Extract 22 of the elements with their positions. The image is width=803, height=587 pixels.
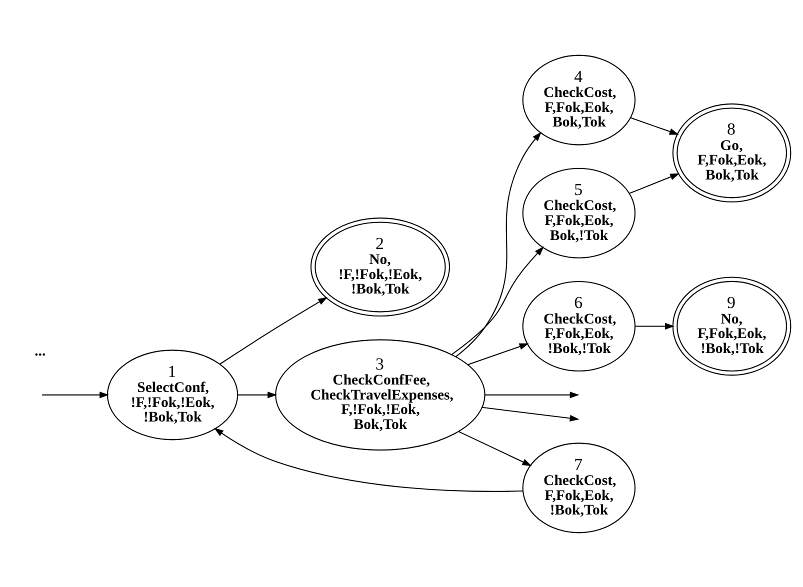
arrow [42,391,110,398]
arrow [452,246,544,354]
arrow [482,406,580,422]
arrow [485,391,580,398]
node-ellipse: 8 Go, F,Fok,Eok, Bok,Tok [672,102,792,202]
arrow [456,131,542,356]
arrow [238,391,278,398]
arrow [458,430,532,466]
node-ellipse: 2 No, !F,!Fok,!Eok, !Bok,Tok [310,217,450,316]
node-ellipse: 6 CheckCost, F,Fok,Eok, !Bok,!Tok [522,280,636,372]
arrow [629,172,680,194]
arrow [630,116,679,134]
label: ... [34,343,46,360]
node-ellipse: 1 SelectConf, !F,!Fok,!Eok, !Bok,Tok [106,349,238,440]
arrow [220,296,328,364]
node-ellipse: 3 CheckConfFee, CheckTravelExpenses, F,!Fok,!Eok, Bok,Tok [275,338,486,450]
node-ellipse: 4 CheckCost, F,Fok,Eok, Bok,Tok [522,54,636,145]
node-ellipse: 5 CheckCost, F,Fok,Eok, Bok,!Tok [522,167,636,258]
arrow [468,342,529,365]
arrow [214,427,523,492]
arrow [635,322,675,330]
node-ellipse: 9 No, F,Fok,Eok, !Bok,!Tok [672,276,792,376]
